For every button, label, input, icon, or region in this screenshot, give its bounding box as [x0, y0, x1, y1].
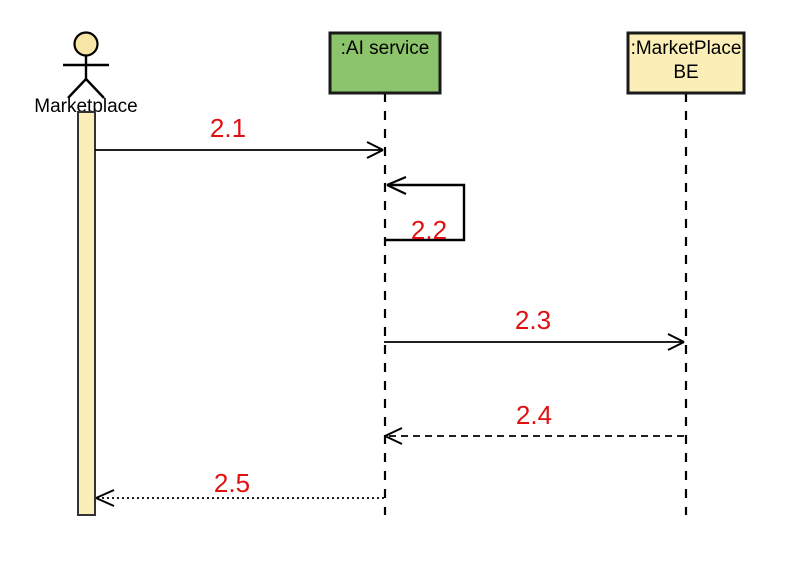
message-2-2-arrowhead [386, 175, 407, 195]
participant-ai-service-box [328, 31, 442, 95]
message-2-1-label: 2.1 [210, 113, 246, 143]
message-2-2-line [386, 183, 466, 242]
message-2-4-arrowhead [384, 427, 403, 445]
participant-marketplace-be-box [626, 31, 746, 95]
participant-ai-service-label: :AI service [341, 38, 430, 59]
actor-leg-left-line [67, 78, 87, 99]
participant-marketplace-be[interactable]: :MarketPlace BE [626, 31, 746, 95]
message-2-3-arrowhead [667, 333, 685, 351]
message-2-5-arrowhead [95, 489, 115, 507]
participant-ai-service[interactable]: :AI service [328, 31, 442, 95]
participant-marketplace-be-label-line2: BE [673, 62, 698, 83]
actor-head-icon [73, 31, 99, 57]
message-2-1-arrowhead [366, 141, 384, 159]
message-2-2[interactable]: 2.2 [386, 175, 466, 245]
message-2-1[interactable]: 2.1 [95, 113, 384, 159]
message-2-2-label: 2.2 [411, 215, 447, 245]
message-2-5-label: 2.5 [214, 468, 250, 498]
actor-marketplace[interactable]: Marketplace [34, 31, 138, 118]
message-2-4-label: 2.4 [516, 400, 552, 430]
message-2-5[interactable]: 2.5 [95, 468, 384, 507]
lifelines-layer [383, 93, 688, 515]
message-2-4[interactable]: 2.4 [384, 400, 684, 445]
actor-marketplace-label: Marketplace [34, 96, 138, 117]
activation-bar-marketplace [77, 111, 96, 516]
participant-marketplace-be-label-line1: :MarketPlace [631, 38, 742, 59]
message-2-3[interactable]: 2.3 [384, 305, 685, 351]
actor-leg-right-line [85, 78, 105, 99]
message-2-3-label: 2.3 [515, 305, 551, 335]
